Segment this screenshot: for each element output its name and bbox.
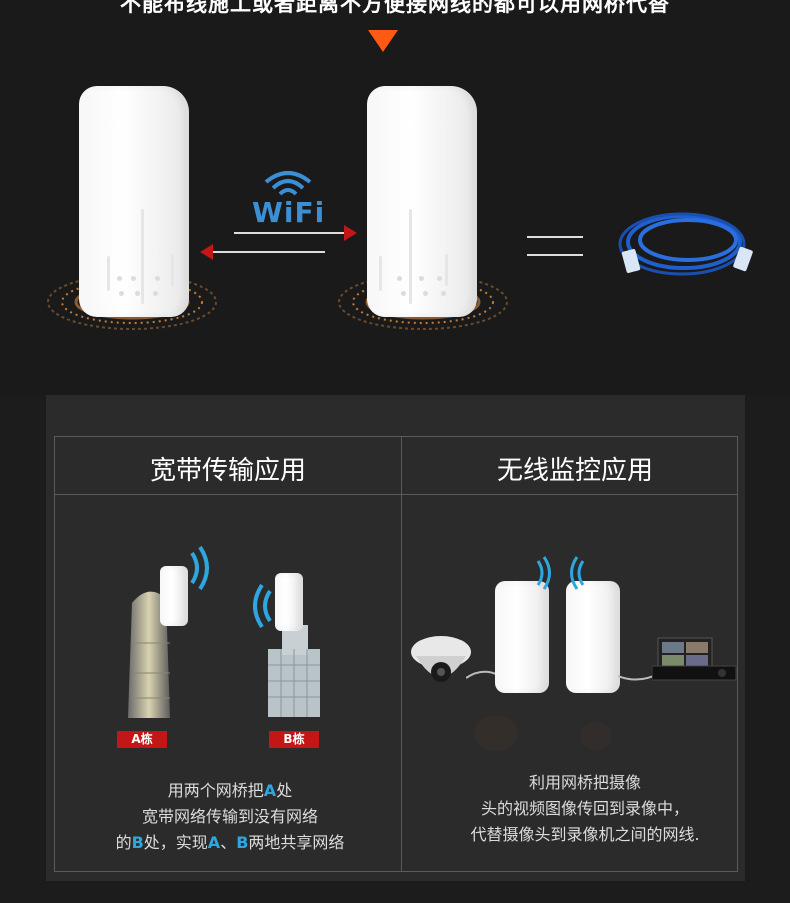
bridge-a-image xyxy=(160,566,188,626)
desc-line: 利用网桥把摄像 xyxy=(528,773,641,792)
equals-line-top xyxy=(527,236,583,238)
wifi-label: WiFi xyxy=(252,196,326,229)
floor-reflection xyxy=(474,715,612,751)
dome-camera-image xyxy=(411,636,471,682)
section-title-broadband: 宽带传输应用 xyxy=(149,456,306,486)
equals-line-bottom xyxy=(527,254,583,256)
video-recorder-image xyxy=(652,637,737,681)
building-a-image xyxy=(128,591,170,718)
building-b-tag: B栋 xyxy=(269,731,319,748)
arrowhead-right-icon xyxy=(344,225,357,241)
wireless-bridge-right xyxy=(367,86,477,317)
desc-line: 宽带网络传输到没有网络 xyxy=(141,807,318,826)
network-cable-icon xyxy=(618,212,753,276)
bridge-b-image xyxy=(275,573,303,631)
wifi-signal-icon xyxy=(264,171,312,196)
surveillance-description: 利用网桥把摄像 头的视频图像传回到录像中， 代替摄像头到录像机之间的网线. xyxy=(420,770,750,848)
section-title-surveillance: 无线监控应用 xyxy=(496,456,653,486)
camera-cable xyxy=(466,670,496,679)
header-divider xyxy=(54,494,738,495)
column-divider xyxy=(401,436,402,872)
wireless-bridge-left xyxy=(79,86,189,317)
bridge-camera-side-image xyxy=(495,581,549,693)
bridge-recorder-side-image xyxy=(566,581,620,693)
signal-waves-icon-d xyxy=(570,556,585,590)
applications-table xyxy=(54,436,738,872)
signal-line-right xyxy=(234,232,346,234)
down-arrow-icon xyxy=(368,30,398,52)
desc-line: 代替摄像头到录像机之间的网线. xyxy=(470,825,700,844)
signal-waves-icon-b xyxy=(253,583,272,629)
headline: 不能布线施工或者距离不方便接网线的都可以用网桥代替 xyxy=(120,0,670,16)
building-a-tag: A栋 xyxy=(117,731,167,748)
signal-line-left xyxy=(213,251,325,253)
broadband-description: 用两个网桥把A处 宽带网络传输到没有网络 的B处，实现A、B两地共享网络 xyxy=(70,778,390,856)
signal-waves-icon-c xyxy=(536,556,551,590)
desc-line: 头的视频图像传回到录像中， xyxy=(480,799,689,818)
building-b-image xyxy=(268,625,320,717)
hero-section: 不能布线施工或者距离不方便接网线的都可以用网桥代替 WiFi xyxy=(0,0,790,395)
signal-waves-icon-a xyxy=(190,545,209,591)
desc-line: 的B处，实现A、B两地共享网络 xyxy=(115,833,345,852)
arrowhead-left-icon xyxy=(200,244,213,260)
desc-line: 用两个网桥把A处 xyxy=(167,781,293,800)
